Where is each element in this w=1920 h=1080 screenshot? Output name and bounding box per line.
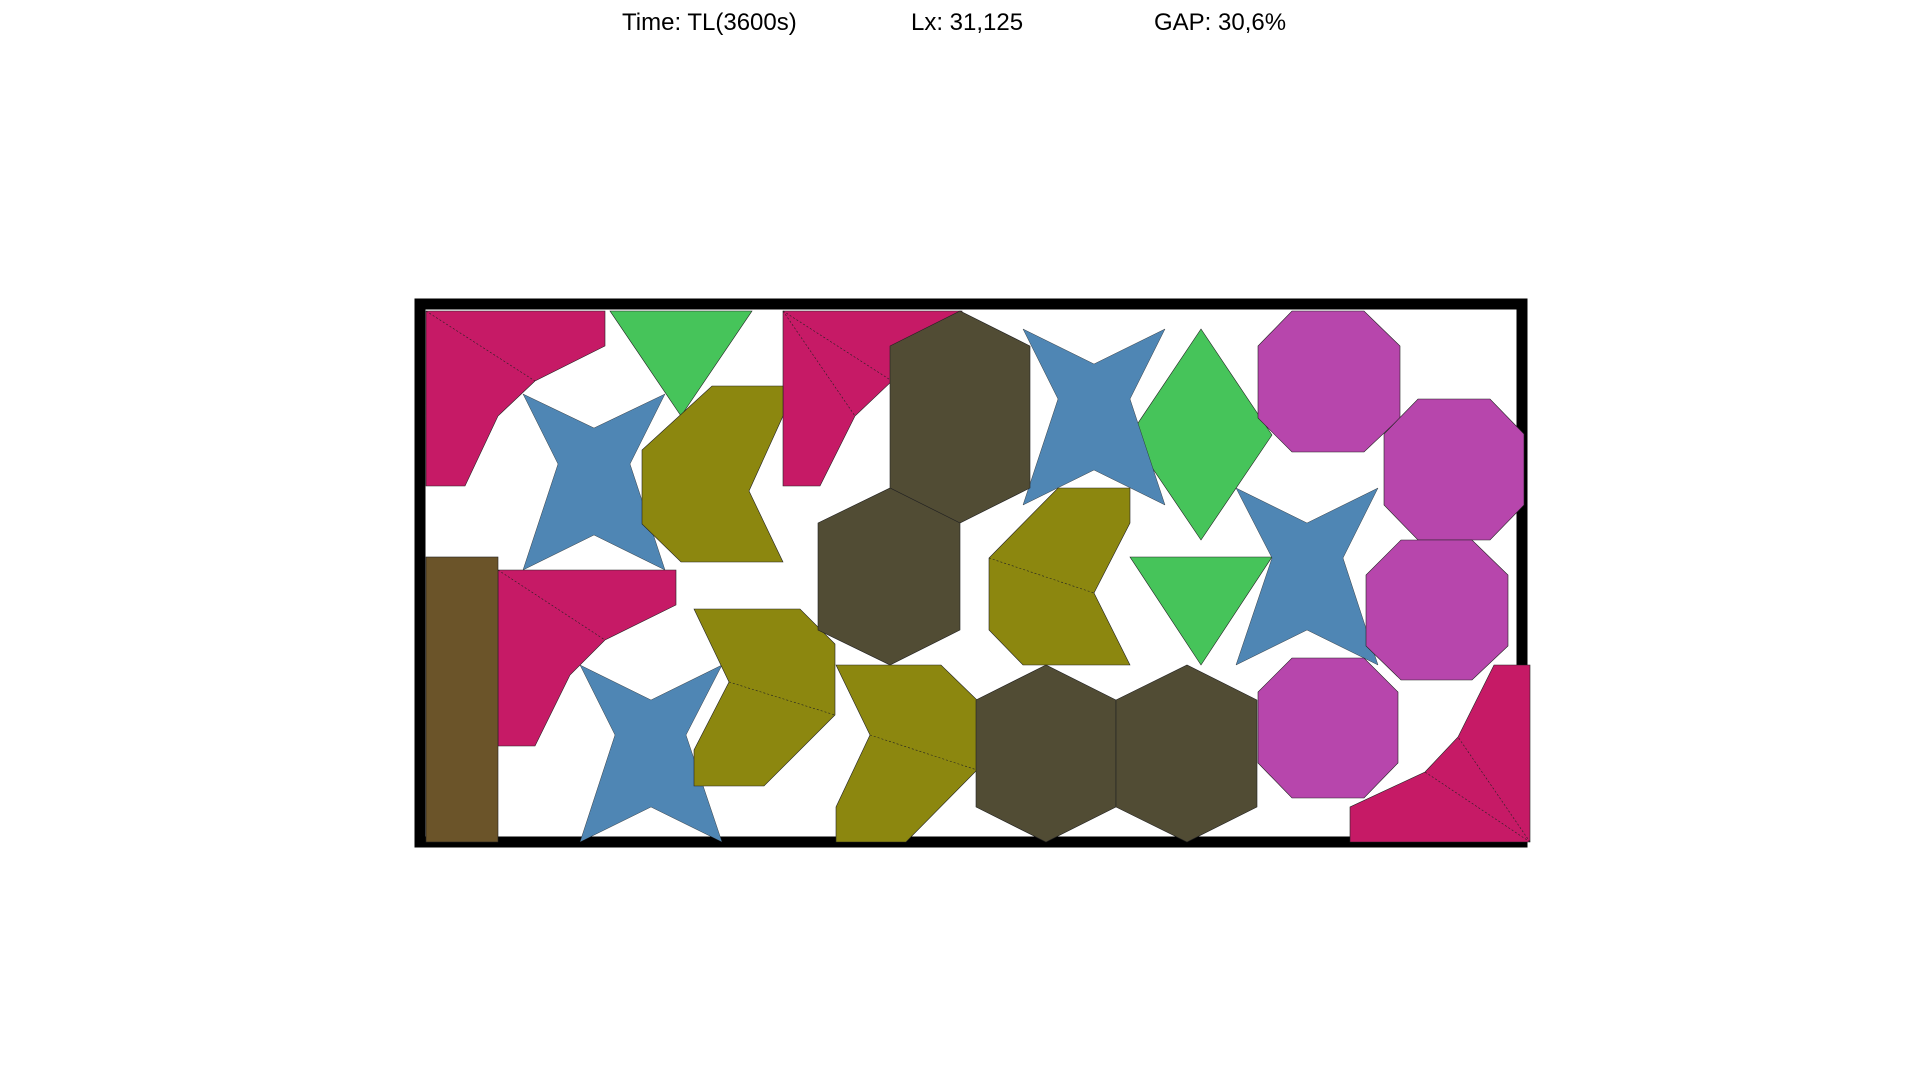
strip-frame: [414, 298, 1528, 848]
blue-star-piece: [1022, 328, 1166, 506]
magenta-quadrant-piece: [497, 569, 677, 747]
dark-hexagon-piece: [889, 310, 1031, 524]
blue-star-piece: [1235, 487, 1379, 666]
purple-octagons: [1257, 310, 1525, 799]
green-diamond-piece: [1129, 328, 1273, 541]
dark-hexagon-piece: [1115, 664, 1258, 843]
olive-chevron-piece: [988, 487, 1131, 666]
gap-label: GAP: 30,6%: [1154, 9, 1287, 36]
olive-chevron-piece: [641, 385, 784, 563]
purple-octagon-piece: [1365, 539, 1509, 681]
dark-hexagon-piece: [975, 664, 1117, 843]
green-pieces: [609, 310, 1273, 666]
dark-hexagon-piece: [817, 487, 961, 666]
purple-octagon-piece: [1257, 657, 1399, 799]
brown-rectangle-piece: [425, 556, 499, 843]
olive-chevron-piece: [693, 608, 836, 787]
blue-stars: [522, 328, 1379, 843]
solution-header: Time: TL(3600s) Lx: 31,125 GAP: 30,6%: [0, 9, 1920, 45]
blue-star-piece: [522, 393, 666, 571]
blue-star-piece: [579, 664, 723, 843]
purple-octagon-piece: [1257, 310, 1401, 453]
green-triangle-piece: [609, 310, 753, 417]
magenta-quadrant-piece: [425, 310, 606, 487]
olive-chevrons: [641, 385, 1131, 843]
strip-length-label: Lx: 31,125: [911, 9, 1024, 36]
olive-chevron-piece: [835, 664, 978, 843]
green-triangle-piece: [1129, 556, 1273, 666]
time-limit-label: Time: TL(3600s): [622, 9, 797, 36]
purple-octagon-piece: [1383, 398, 1525, 541]
dark-hexagons: [817, 310, 1258, 843]
magenta-quadrant-piece: [1349, 664, 1531, 843]
magenta-pieces: [425, 310, 1531, 843]
